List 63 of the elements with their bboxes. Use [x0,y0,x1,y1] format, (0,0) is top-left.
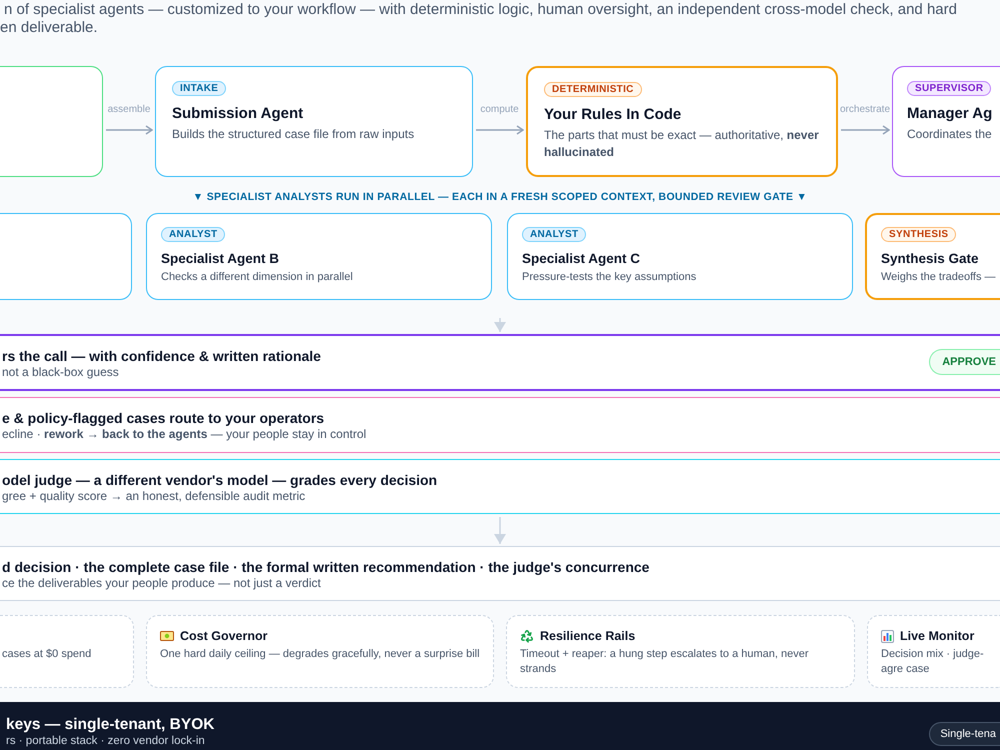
arrow [476,125,524,135]
role-tag: SYNTHESIS [881,227,956,242]
band-heading: odel judge — a different vendor's model — grades every decision [2,471,438,489]
card-title: Cost Governor [180,628,268,644]
section-heading: ▼ SPECIALIST ANALYSTS RUN IN PARALLEL — EACH IN A FRESH SCOPED CONTEXT, BOUNDED REVIEW GATE ▼ [192,190,808,204]
role-tag: DETERMINISTIC [544,82,642,97]
footer-heading: keys — single-tenant, BYOK [6,715,214,734]
card-description: One hard daily ceiling — degrades gracefully, never a surprise bill [160,647,480,662]
card-description: The parts that must be exact — authoritative, never hallucinated [544,127,820,161]
agent-card [892,66,1000,177]
band-subtext: not a black-box guess [2,365,119,380]
card-description: Pressure-tests the key assumptions [522,270,696,285]
deliverables-band [0,546,1000,601]
card-title: Specialist Agent B [161,250,280,267]
escalation-band [0,397,1000,453]
intro-text: en deliverable. [0,19,98,37]
card-title: Synthesis Gate [881,250,979,267]
role-tag: SUPERVISOR [907,81,992,96]
feature-card [506,615,855,688]
arrow [494,517,506,544]
card-description: Coordinates the [907,126,993,143]
feature-card [0,615,134,688]
card-description: cases at $0 spend [2,647,92,662]
card-description: Checks a different dimension in parallel [161,270,353,285]
band-heading: d decision · the complete case file · the formal written recommendation · the judge's concurrence [2,558,650,576]
band-subtext: ce the deliverables your people produce — not just a verdict [2,576,321,591]
card-description: Decision mix · judge-agre case [881,647,985,677]
feature-card [146,615,494,688]
intro-text: n of specialist agents — customized to your workflow — with deterministic logic, human oversight, an independent cross-model check, and hard [4,1,957,19]
arrow [841,125,890,135]
role-tag: ANALYST [522,227,586,242]
arrow [106,125,153,135]
agent-card [146,213,492,300]
band-subtext: ecline · rework → back to the agents — your people stay in control [2,427,366,442]
footer-bar [0,702,1000,750]
agent-card [155,66,473,177]
card-title: Submission Agent [172,104,304,123]
card-description: Builds the structured case file from raw inputs [172,126,416,143]
decision-band [0,334,1000,391]
agent-card [507,213,853,300]
status-pill: APPROVE [929,349,1000,375]
card-title: Live Monitor [900,628,974,644]
card-title: Specialist Agent C [522,250,640,267]
arrow [494,318,506,332]
band-heading: e & policy-flagged cases route to your operators [2,409,324,427]
role-tag: ANALYST [161,227,226,242]
synthesis-card [865,213,1000,300]
card-title: Manager Ag [907,104,992,123]
band-heading: rs the call — with confidence & written rationale [2,347,321,365]
rules-card [526,66,838,177]
footer-subtext: rs · portable stack · zero vendor lock-in [6,734,205,748]
role-tag: INTAKE [172,81,226,96]
edge-label: compute [480,104,519,116]
judge-band [0,459,1000,514]
card-title: Your Rules In Code [544,105,682,124]
card-title: Resilience Rails [540,628,636,644]
tenant-pill: Single-tena [929,722,1000,746]
card-description: Timeout + reaper: a hung step escalates to a human, never strands [520,647,810,677]
card-description: Weighs the tradeoffs — [881,270,996,285]
feature-card [867,615,1000,688]
agent-card [0,213,132,300]
band-subtext: gree + quality score → an honest, defensible audit metric [2,489,306,504]
agent-card [0,66,103,177]
